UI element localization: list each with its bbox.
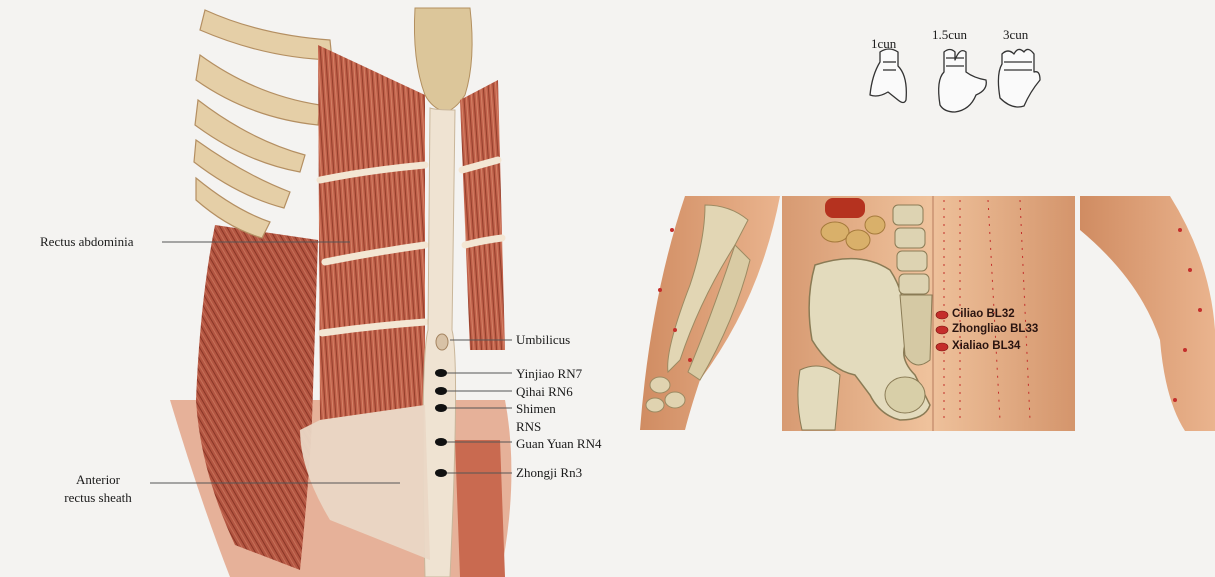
kidney-organ (825, 198, 865, 218)
ciliao-point (936, 311, 948, 319)
right-arm-panel (1080, 196, 1215, 431)
xialiao-label: Xialiao BL34 (952, 340, 1020, 353)
xialiao-point (936, 343, 948, 351)
three-cun-hand-icon (998, 49, 1040, 107)
ciliao-label: Ciliao BL32 (952, 308, 1015, 321)
anterior-sheath-label-line2: rectus sheath (52, 490, 144, 505)
cun-hand-icons (870, 49, 1040, 112)
sacral-acupoints (936, 311, 948, 351)
one-and-half-cun-label: 1.5cun (932, 27, 967, 42)
yinjiao-point (435, 369, 447, 377)
zhongji-label: Zhongji Rn3 (516, 465, 582, 480)
rectus-abdominis-left (318, 45, 425, 420)
zhongji-point (435, 469, 447, 477)
zhongliao-label: Zhongliao BL33 (952, 323, 1038, 336)
zhongliao-point (936, 326, 948, 334)
rectus-abdominis-label: Rectus abdominia (40, 234, 134, 249)
abdomen-illustration (170, 8, 511, 577)
sacrum (900, 295, 932, 365)
one-and-half-cun-hand-icon (939, 50, 987, 113)
back-illustration (640, 196, 1215, 431)
guanyuan-point (435, 438, 447, 446)
qihai-label: Qihai RN6 (516, 384, 573, 399)
qihai-point (435, 387, 447, 395)
anterior-sheath-label-line1: Anterior (68, 472, 128, 487)
rns-label: RNS (516, 419, 541, 434)
femur (798, 366, 840, 430)
umbilicus-mark (436, 334, 448, 350)
femoral-head (885, 377, 925, 413)
anterior-rectus-sheath-right (455, 440, 505, 577)
yinjiao-label: Yinjiao RN7 (516, 366, 582, 381)
three-cun-label: 3cun (1003, 27, 1028, 42)
one-cun-label: 1cun (871, 36, 896, 51)
guanyuan-label: Guan Yuan RN4 (516, 436, 601, 451)
umbilicus-label: Umbilicus (516, 332, 570, 347)
rib-cage (194, 10, 332, 238)
rectus-abdominis-right (460, 80, 505, 350)
shimen-label: Shimen (516, 401, 556, 416)
one-cun-hand-icon (870, 49, 906, 103)
shimen-point (435, 404, 447, 412)
